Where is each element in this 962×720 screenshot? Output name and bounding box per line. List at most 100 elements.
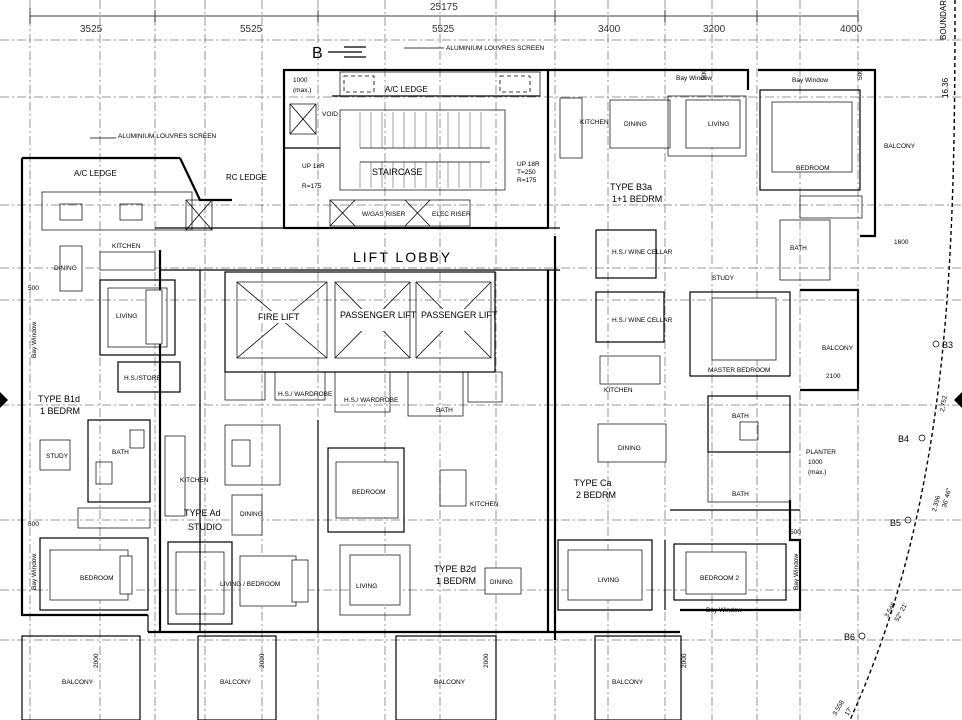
svg-text:PLANTER: PLANTER bbox=[806, 449, 836, 456]
svg-text:BALCONY: BALCONY bbox=[62, 679, 94, 686]
svg-text:PASSENGER LIFT: PASSENGER LIFT bbox=[421, 310, 498, 320]
svg-text:R=175: R=175 bbox=[517, 177, 537, 184]
svg-text:KITCHEN: KITCHEN bbox=[180, 477, 209, 484]
svg-text:2000: 2000 bbox=[259, 653, 266, 668]
svg-text:KITCHEN: KITCHEN bbox=[470, 501, 499, 508]
svg-text:BATH: BATH bbox=[436, 407, 453, 414]
svg-text:A/C LEDGE: A/C LEDGE bbox=[74, 169, 117, 178]
passenger-lift: PASSENGER LIFT bbox=[415, 281, 498, 359]
unit-type-b2d: H.S./ WARDROBE BATH BEDROOM KITCHEN LIVI… bbox=[327, 371, 522, 720]
lift-lobby-area: LIFT LOBBY FIRE LIFT PASSENGER LIFT PASS… bbox=[155, 227, 560, 373]
svg-text:BEDROOM: BEDROOM bbox=[352, 489, 386, 496]
svg-text:ALUMINIUM LOUVRES SCREEN: ALUMINIUM LOUVRES SCREEN bbox=[118, 133, 217, 140]
svg-text:(max.): (max.) bbox=[808, 469, 826, 476]
svg-text:Bay Window: Bay Window bbox=[31, 322, 38, 358]
svg-text:2100: 2100 bbox=[826, 373, 841, 380]
svg-text:DINING: DINING bbox=[624, 121, 647, 128]
svg-text:LIVING: LIVING bbox=[116, 313, 137, 320]
core: A/C LEDGE 1000 (max.) VOID STAIRCASE UP … bbox=[289, 71, 541, 227]
unit-type-ca: H.S./ WINE CELLAR H.S./ WINE CELLAR KITC… bbox=[557, 229, 854, 720]
void-label: VOID bbox=[322, 111, 338, 118]
svg-text:KITCHEN: KITCHEN bbox=[604, 387, 633, 394]
svg-text:Bay Window: Bay Window bbox=[31, 554, 38, 590]
unit-ca-type: TYPE Ca bbox=[574, 478, 612, 488]
svg-text:BEDROOM 2: BEDROOM 2 bbox=[700, 575, 739, 582]
svg-text:BATH: BATH bbox=[732, 491, 749, 498]
svg-text:H.S./ WINE CELLAR: H.S./ WINE CELLAR bbox=[612, 317, 673, 324]
svg-text:BALCONY: BALCONY bbox=[434, 679, 466, 686]
unit-type-b3a: KITCHEN DINING LIVING Bay Window Bay Win… bbox=[559, 69, 916, 282]
svg-text:KITCHEN: KITCHEN bbox=[580, 119, 609, 126]
section-marker: B ALUMINIUM LOUVRES SCREEN bbox=[312, 45, 545, 62]
svg-text:500: 500 bbox=[857, 69, 864, 80]
svg-text:Bay Window: Bay Window bbox=[676, 75, 712, 82]
svg-text:BALCONY: BALCONY bbox=[822, 345, 854, 352]
svg-text:2000: 2000 bbox=[483, 653, 490, 668]
svg-text:1000: 1000 bbox=[293, 77, 308, 84]
unit-ca-beds: 2 BEDRM bbox=[576, 490, 616, 500]
svg-text:DINING: DINING bbox=[54, 265, 77, 272]
svg-text:H.S./ WARDROBE: H.S./ WARDROBE bbox=[278, 391, 333, 398]
svg-text:DINING: DINING bbox=[618, 445, 641, 452]
svg-text:PASSENGER LIFT: PASSENGER LIFT bbox=[340, 310, 417, 320]
svg-text:FIRE LIFT: FIRE LIFT bbox=[258, 312, 300, 322]
svg-text:STUDY: STUDY bbox=[46, 453, 69, 460]
unit-b1d-type: TYPE B1d bbox=[38, 394, 80, 404]
svg-text:2.396: 2.396 bbox=[931, 495, 942, 513]
svg-text:B3: B3 bbox=[942, 340, 953, 350]
building-outline bbox=[20, 68, 877, 640]
svg-text:B5: B5 bbox=[890, 518, 901, 528]
svg-text:BATH: BATH bbox=[732, 413, 749, 420]
unit-b1d-beds: 1 BEDRM bbox=[40, 406, 80, 416]
svg-text:UP 18R: UP 18R bbox=[302, 163, 325, 170]
bay-dimension: 5525 bbox=[240, 24, 263, 35]
svg-text:500: 500 bbox=[28, 521, 39, 528]
svg-text:R=175: R=175 bbox=[302, 183, 322, 190]
svg-text:B: B bbox=[312, 45, 323, 62]
svg-text:W/GAS RISER: W/GAS RISER bbox=[362, 211, 406, 218]
svg-text:BEDROOM: BEDROOM bbox=[80, 575, 114, 582]
svg-text:500: 500 bbox=[790, 529, 801, 536]
svg-text:KITCHEN: KITCHEN bbox=[112, 243, 141, 250]
fire-lift: FIRE LIFT bbox=[236, 281, 328, 359]
unit-b3a-beds: 1+1 BEDRM bbox=[612, 194, 662, 204]
svg-text:500: 500 bbox=[28, 285, 39, 292]
dimension-chain: 25175 3525 5525 5525 3400 3200 4000 bbox=[29, 2, 863, 35]
svg-text:ELEC RISER: ELEC RISER bbox=[432, 211, 471, 218]
unit-type-ad: H.S./ WARDROBE KITCHEN TYPE Ad STUDIO DI… bbox=[93, 371, 333, 720]
bay-dimension: 3525 bbox=[80, 24, 103, 35]
svg-text:DINING: DINING bbox=[490, 579, 513, 586]
bay-dimension: 3400 bbox=[598, 24, 621, 35]
bay-dimension: 5525 bbox=[432, 24, 455, 35]
svg-text:H.S./ WARDROBE: H.S./ WARDROBE bbox=[344, 397, 399, 404]
svg-text:500: 500 bbox=[701, 69, 708, 80]
lift-lobby-label: LIFT LOBBY bbox=[353, 249, 452, 265]
svg-text:36' 46": 36' 46" bbox=[941, 487, 953, 509]
unit-type-b1d: ALUMINIUM LOUVRES SCREEN A/C LEDGE RC LE… bbox=[21, 133, 267, 720]
svg-text:BALCONY: BALCONY bbox=[220, 679, 252, 686]
svg-text:2000: 2000 bbox=[93, 653, 100, 668]
svg-text:LIVING: LIVING bbox=[598, 577, 619, 584]
unit-b3a-type: TYPE B3a bbox=[610, 182, 652, 192]
bay-dimension: 3200 bbox=[703, 24, 726, 35]
svg-text:Bay Window: Bay Window bbox=[706, 607, 742, 614]
svg-text:LIVING / BEDROOM: LIVING / BEDROOM bbox=[220, 581, 280, 588]
svg-text:Bay Window: Bay Window bbox=[792, 77, 828, 84]
staircase-label: STAIRCASE bbox=[372, 167, 422, 177]
svg-text:BATH: BATH bbox=[112, 449, 129, 456]
section-arrows bbox=[0, 392, 962, 408]
overall-dimension: 25175 bbox=[430, 2, 458, 13]
svg-text:1000: 1000 bbox=[808, 459, 823, 466]
svg-text:B4: B4 bbox=[898, 434, 909, 444]
staircase: STAIRCASE UP 18R R=175 UP 18R T=250 R=17… bbox=[302, 109, 540, 191]
svg-text:UP 18R: UP 18R bbox=[517, 161, 540, 168]
louvres-note: ALUMINIUM LOUVRES SCREEN bbox=[446, 45, 545, 52]
unit-b2d-beds: 1 BEDRM bbox=[436, 576, 476, 586]
svg-text:MASTER BEDROOM: MASTER BEDROOM bbox=[708, 367, 770, 374]
svg-text:B6: B6 bbox=[844, 632, 855, 642]
svg-text:BALCONY: BALCONY bbox=[612, 679, 644, 686]
svg-text:STUDY: STUDY bbox=[712, 275, 735, 282]
unit-b2d-type: TYPE B2d bbox=[434, 564, 476, 574]
svg-text:BALCONY: BALCONY bbox=[884, 143, 916, 150]
risers: W/GAS RISER ELEC RISER bbox=[329, 199, 471, 227]
